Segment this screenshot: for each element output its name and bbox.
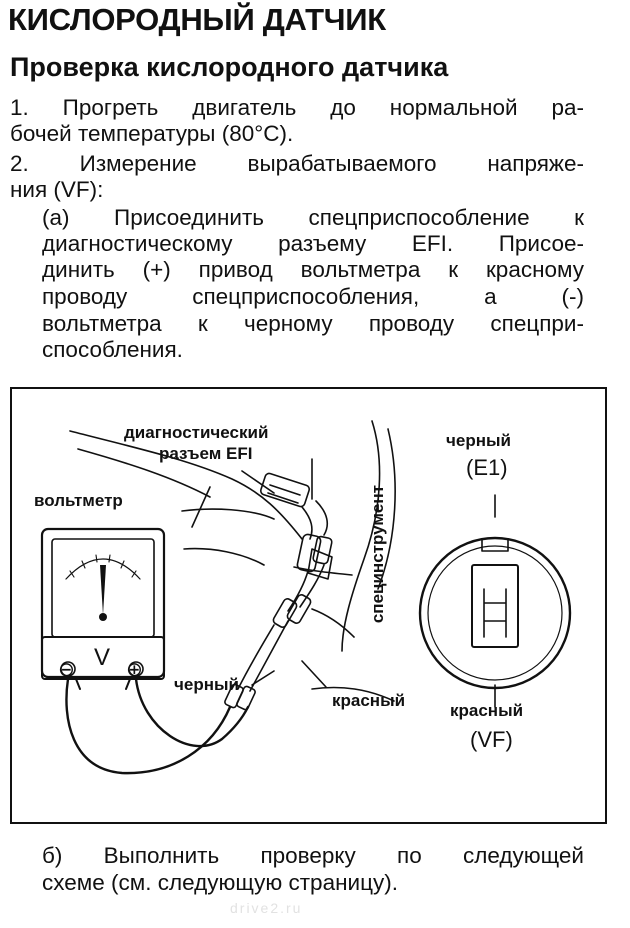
section-title: Проверка кислородного датчика (10, 52, 449, 82)
step-1-line-2: бочей температуры (80°С). (10, 121, 294, 146)
label-diag-connector-line-1: диагностический (124, 423, 269, 442)
page-title: КИСЛОРОДНЫЙ ДАТЧИК (8, 2, 386, 37)
step-2-line-1: 2. Измерение вырабатываемого напряже- (10, 151, 584, 176)
connector-black-label: черный (446, 431, 511, 450)
step-a-line-4: проводу спецприспособления, а (-) (42, 284, 584, 309)
label-special-tool: специнструмент (368, 485, 387, 624)
step-b-line-2: схеме (см. следующую страницу). (42, 870, 398, 895)
step-a-line-1: (а) Присоединить спецприспособление к (42, 205, 584, 230)
meter-minus-icon: ⊖ (58, 659, 75, 681)
connector-black-pin: (E1) (466, 455, 508, 480)
step-a-line-2: диагностическому разъему EFI. Присое- (42, 231, 584, 256)
label-voltmeter: вольтметр (34, 491, 123, 510)
step-a-line-5: вольтметра к черному проводу спецпри- (42, 311, 584, 336)
connector-red-pin: (VF) (470, 727, 513, 752)
step-b-line-1: б) Выполнить проверку по следующей (42, 843, 584, 868)
meter-plus-icon: ⊕ (126, 659, 143, 681)
label-red-wire: красный (332, 691, 406, 710)
wiring-figure: диагностический разъем EFI вольтметр спе… (10, 387, 607, 824)
step-2-line-2: ния (VF): (10, 177, 104, 202)
label-diag-connector-line-2: разъем EFI (159, 444, 253, 463)
wiring-illustration (40, 420, 572, 775)
step-a-line-3: динить (+) привод вольтметра к красному (42, 257, 584, 282)
meter-symbol-v: V (94, 644, 111, 671)
connector-red-label: красный (450, 701, 524, 720)
watermark: drive2.ru (230, 900, 303, 916)
step-a-line-6: способления. (42, 337, 183, 362)
step-1-line-1: 1. Прогреть двигатель до нормальной ра- (10, 95, 584, 120)
label-black-wire: черный (174, 675, 239, 694)
